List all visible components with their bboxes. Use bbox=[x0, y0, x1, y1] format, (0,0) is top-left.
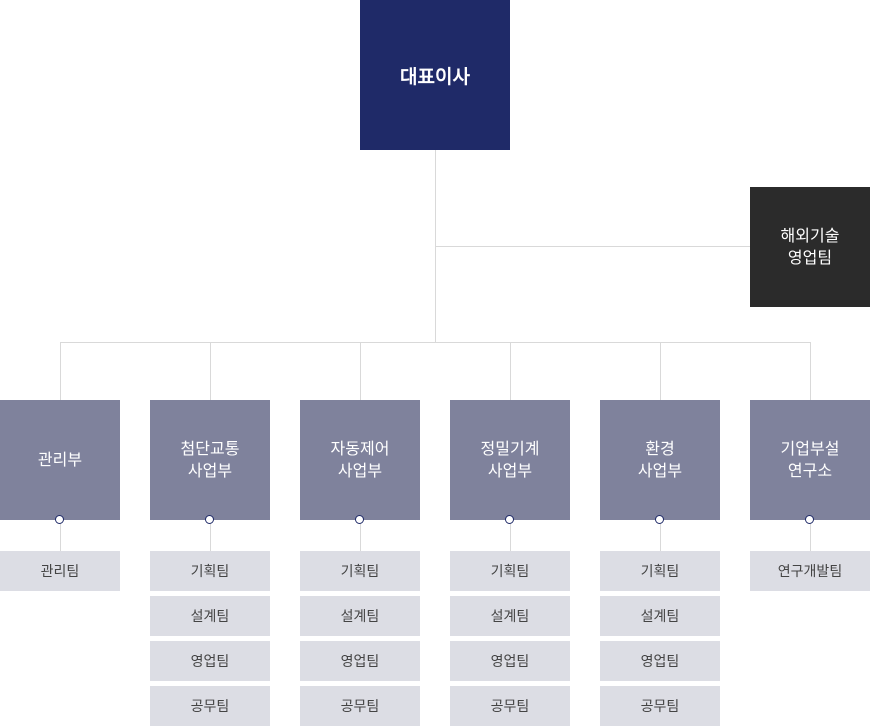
team-box: 영업팀 bbox=[450, 641, 570, 681]
departments-bus-line bbox=[60, 342, 810, 343]
team-box: 영업팀 bbox=[600, 641, 720, 681]
department-box: 자동제어 사업부 bbox=[300, 400, 420, 524]
department-label: 첨단교통 사업부 bbox=[180, 439, 240, 480]
department-label: 기업부설 연구소 bbox=[780, 439, 840, 480]
department-label: 관리부 bbox=[37, 450, 83, 469]
team-box: 설계팀 bbox=[300, 596, 420, 636]
department-label: 환경 사업부 bbox=[637, 439, 683, 480]
connector-dot bbox=[655, 515, 664, 524]
team-box: 공무팀 bbox=[150, 686, 270, 726]
department-drop-line bbox=[60, 342, 61, 400]
department-drop-line bbox=[510, 342, 511, 400]
team-box: 영업팀 bbox=[300, 641, 420, 681]
department-box: 환경 사업부 bbox=[600, 400, 720, 524]
team-box: 설계팀 bbox=[600, 596, 720, 636]
team-box: 영업팀 bbox=[150, 641, 270, 681]
team-box: 공무팀 bbox=[300, 686, 420, 726]
department-box: 기업부설 연구소 bbox=[750, 400, 870, 524]
ceo-box: 대표이사 bbox=[360, 0, 510, 150]
team-box: 설계팀 bbox=[150, 596, 270, 636]
department-label: 자동제어 사업부 bbox=[330, 439, 390, 480]
connector-dot bbox=[55, 515, 64, 524]
department-drop-line bbox=[360, 342, 361, 400]
department-drop-line bbox=[660, 342, 661, 400]
department-box: 관리부 bbox=[0, 400, 120, 524]
connector-dot bbox=[205, 515, 214, 524]
team-box: 기획팀 bbox=[450, 551, 570, 591]
overseas-sales-team-label: 해외기술 영업팀 bbox=[780, 226, 840, 267]
team-box: 연구개발팀 bbox=[750, 551, 870, 591]
connector-dot bbox=[805, 515, 814, 524]
team-box: 공무팀 bbox=[450, 686, 570, 726]
team-box: 공무팀 bbox=[600, 686, 720, 726]
team-link-line bbox=[360, 520, 361, 551]
connector-dot bbox=[355, 515, 364, 524]
overseas-branch-line bbox=[435, 246, 750, 247]
department-box: 정밀기계 사업부 bbox=[450, 400, 570, 524]
team-link-line bbox=[60, 520, 61, 551]
team-link-line bbox=[210, 520, 211, 551]
overseas-sales-team-box: 해외기술 영업팀 bbox=[750, 187, 870, 307]
connector-dot bbox=[505, 515, 514, 524]
team-link-line bbox=[660, 520, 661, 551]
team-link-line bbox=[510, 520, 511, 551]
team-box: 기획팀 bbox=[600, 551, 720, 591]
team-link-line bbox=[810, 520, 811, 551]
department-drop-line bbox=[810, 342, 811, 400]
team-box: 관리팀 bbox=[0, 551, 120, 591]
department-drop-line bbox=[210, 342, 211, 400]
team-box: 설계팀 bbox=[450, 596, 570, 636]
ceo-label: 대표이사 bbox=[400, 65, 470, 88]
team-box: 기획팀 bbox=[300, 551, 420, 591]
department-label: 정밀기계 사업부 bbox=[480, 439, 540, 480]
team-box: 기획팀 bbox=[150, 551, 270, 591]
department-box: 첨단교통 사업부 bbox=[150, 400, 270, 524]
